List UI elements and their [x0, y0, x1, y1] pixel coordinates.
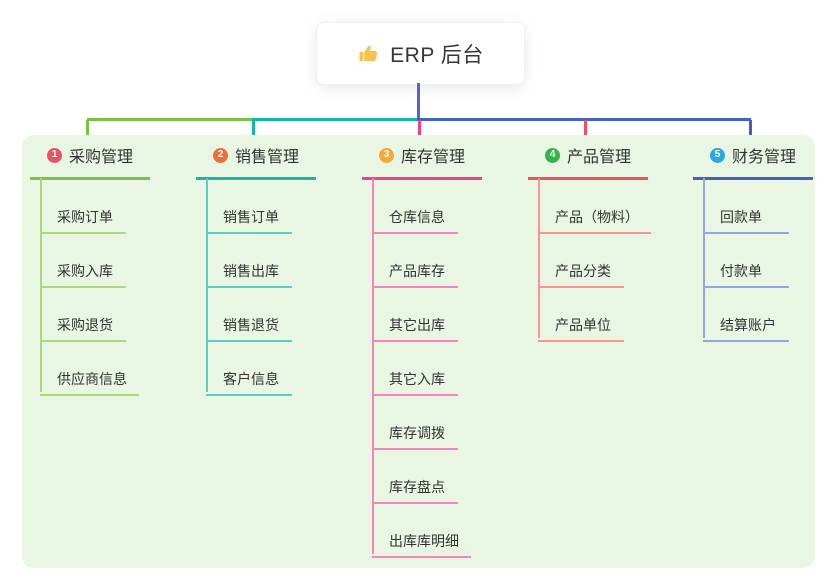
- child-node[interactable]: 客户信息: [206, 342, 292, 396]
- child-node-label: 回款单: [720, 209, 762, 225]
- branch-label: 财务管理: [731, 149, 796, 166]
- child-node-label: 其它入库: [389, 371, 445, 387]
- child-node-label: 产品库存: [389, 263, 445, 279]
- branch-children: 回款单付款单结算账户: [703, 180, 813, 342]
- child-node[interactable]: 其它入库: [372, 342, 458, 396]
- branch-drop-line-2: [252, 120, 255, 146]
- mindmap-background-panel: [22, 135, 815, 568]
- child-node[interactable]: 采购退货: [40, 288, 126, 342]
- child-node-label: 销售订单: [223, 209, 279, 225]
- child-node[interactable]: 采购订单: [40, 180, 126, 234]
- bus-line-segment-green: [87, 118, 254, 121]
- branch-children: 采购订单采购入库采购退货供应商信息: [40, 180, 150, 396]
- branch-child-connector-line: [372, 178, 374, 554]
- branch-header[interactable]: 2 销售管理: [196, 143, 316, 180]
- branch-column-sales: 2 销售管理 销售订单销售出库销售退货客户信息: [196, 143, 316, 396]
- child-node[interactable]: 产品（物料）: [538, 180, 651, 234]
- child-node-label: 产品单位: [555, 317, 611, 333]
- branch-child-connector-line: [206, 178, 208, 392]
- branch-number-badge: 2: [212, 147, 228, 163]
- branch-children: 产品（物料） 产品分类产品单位: [538, 180, 651, 342]
- bus-line-segment-teal: [252, 118, 419, 121]
- trunk-connector-line: [417, 83, 420, 121]
- bus-line-segment-blue: [417, 118, 751, 121]
- branch-header[interactable]: 1 采购管理: [30, 143, 150, 180]
- child-node-label: 其它出库: [389, 317, 445, 333]
- root-node-label: ERP 后台: [390, 43, 484, 67]
- child-node[interactable]: 销售出库: [206, 234, 292, 288]
- child-node-label: 产品分类: [555, 263, 611, 279]
- child-node-label: 付款单: [720, 263, 762, 279]
- branch-drop-line-1: [86, 120, 89, 146]
- child-node-label: 仓库信息: [389, 209, 445, 225]
- branch-number-badge: 1: [46, 147, 62, 163]
- branch-column-finance: 5 财务管理 回款单付款单结算账户: [693, 143, 813, 342]
- child-node[interactable]: 库存盘点: [372, 450, 458, 504]
- branch-label: 采购管理: [68, 149, 133, 166]
- child-node-label: 产品（物料）: [555, 209, 639, 225]
- branch-label: 产品管理: [566, 149, 631, 166]
- child-node[interactable]: 其它出库: [372, 288, 458, 342]
- branch-drop-line-4: [584, 120, 587, 146]
- child-node-label: 采购退货: [57, 317, 113, 333]
- child-node-label: 销售退货: [223, 317, 279, 333]
- branch-child-connector-line: [538, 178, 540, 338]
- child-node[interactable]: 库存调拨: [372, 396, 458, 450]
- child-node-label: 出库库明细: [389, 533, 459, 549]
- child-node-label: 采购入库: [57, 263, 113, 279]
- child-node[interactable]: 产品单位: [538, 288, 624, 342]
- child-node-label: 销售出库: [223, 263, 279, 279]
- branch-number-badge: 5: [709, 147, 725, 163]
- child-node-label: 库存盘点: [389, 479, 445, 495]
- child-node[interactable]: 回款单: [703, 180, 789, 234]
- child-node-label: 客户信息: [223, 371, 279, 387]
- branch-number-badge: 4: [544, 147, 560, 163]
- child-node[interactable]: 结算账户: [703, 288, 789, 342]
- branch-number-badge: 3: [378, 147, 394, 163]
- child-node[interactable]: 供应商信息: [40, 342, 139, 396]
- child-node[interactable]: 产品库存: [372, 234, 458, 288]
- child-node[interactable]: 销售退货: [206, 288, 292, 342]
- branch-child-connector-line: [703, 178, 705, 338]
- branch-column-product: 4 产品管理 产品（物料） 产品分类产品单位: [528, 143, 651, 342]
- branch-children: 仓库信息产品库存其它出库其它入库库存调拨库存盘点出库库明细: [372, 180, 482, 558]
- child-node[interactable]: 采购入库: [40, 234, 126, 288]
- branch-drop-line-3: [418, 120, 421, 146]
- branch-label: 销售管理: [234, 149, 299, 166]
- branch-children: 销售订单销售出库销售退货客户信息: [206, 180, 316, 396]
- branch-header[interactable]: 5 财务管理: [693, 143, 813, 180]
- branch-column-inventory: 3 库存管理 仓库信息产品库存其它出库其它入库库存调拨库存盘点出库库明细: [362, 143, 482, 558]
- branch-header[interactable]: 3 库存管理: [362, 143, 482, 180]
- child-node-label: 库存调拨: [389, 425, 445, 441]
- child-node-label: 结算账户: [720, 317, 776, 333]
- branch-drop-line-5: [749, 120, 752, 146]
- branch-header[interactable]: 4 产品管理: [528, 143, 648, 180]
- branch-child-connector-line: [40, 178, 42, 392]
- branch-column-purchase: 1 采购管理 采购订单采购入库采购退货供应商信息: [30, 143, 150, 396]
- child-node-label: 采购订单: [57, 209, 113, 225]
- thumbs-up-icon: [357, 42, 380, 65]
- child-node[interactable]: 仓库信息: [372, 180, 458, 234]
- child-node[interactable]: 产品分类: [538, 234, 624, 288]
- child-node-label: 供应商信息: [57, 371, 127, 387]
- child-node[interactable]: 出库库明细: [372, 504, 471, 558]
- child-node[interactable]: 销售订单: [206, 180, 292, 234]
- branch-label: 库存管理: [400, 149, 465, 166]
- child-node[interactable]: 付款单: [703, 234, 789, 288]
- root-node-erp-backend[interactable]: ERP 后台: [316, 22, 525, 85]
